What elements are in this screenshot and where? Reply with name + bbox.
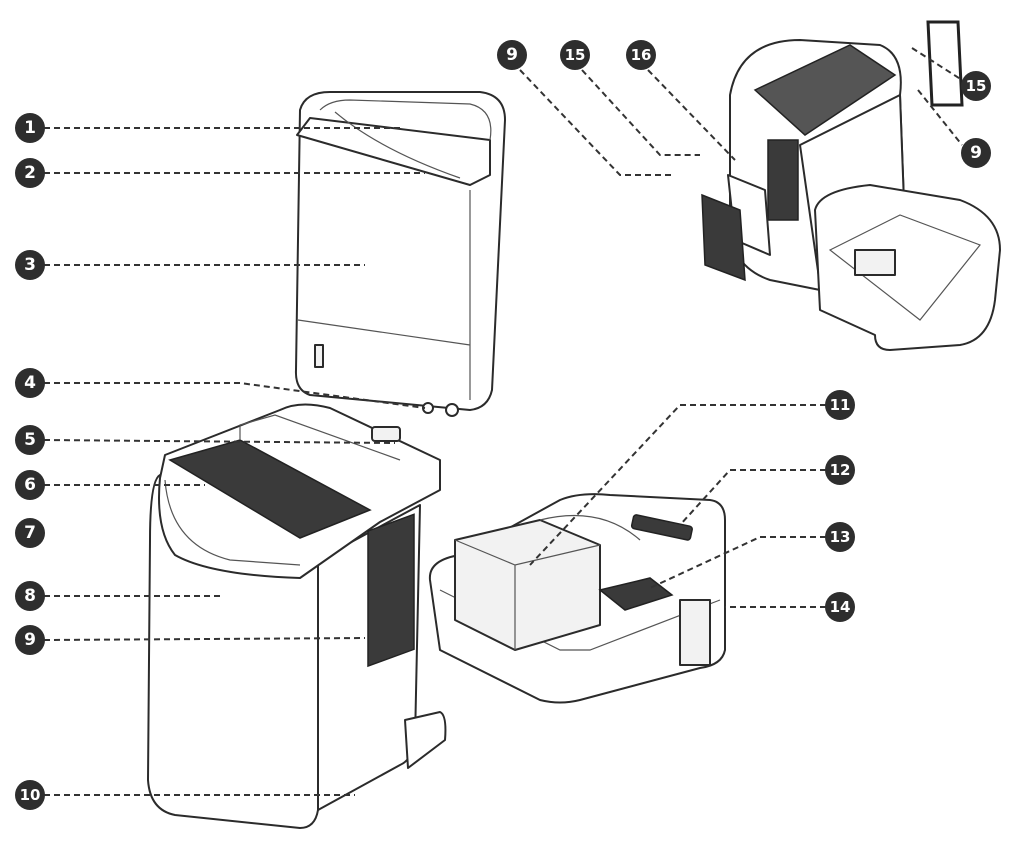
callout-1: 1 <box>15 113 45 143</box>
svg-text:4: 4 <box>24 373 36 393</box>
svg-text:6: 6 <box>24 475 36 495</box>
callout-14: 14 <box>825 592 855 622</box>
main-body <box>147 403 447 829</box>
callout-9: 9 <box>15 625 45 655</box>
svg-text:8: 8 <box>24 586 36 606</box>
svg-text:7: 7 <box>24 523 36 543</box>
svg-text:2: 2 <box>24 163 36 183</box>
callout-8: 8 <box>15 581 45 611</box>
callout-15-inset: 15 <box>560 40 590 70</box>
svg-text:9: 9 <box>970 143 982 163</box>
svg-text:9: 9 <box>506 45 518 65</box>
svg-text:10: 10 <box>20 786 41 804</box>
rear-view-inset <box>701 20 1001 351</box>
svg-text:12: 12 <box>830 461 851 479</box>
callout-16-inset: 16 <box>626 40 656 70</box>
svg-text:13: 13 <box>830 528 851 546</box>
svg-text:16: 16 <box>631 46 652 64</box>
svg-text:5: 5 <box>24 430 36 450</box>
base-tray <box>428 493 726 704</box>
svg-text:9: 9 <box>24 630 36 650</box>
callout-9-inset: 9 <box>497 40 527 70</box>
callout-9-right: 9 <box>961 138 991 168</box>
svg-text:1: 1 <box>24 118 36 138</box>
callout-12: 12 <box>825 455 855 485</box>
svg-text:15: 15 <box>966 77 987 95</box>
callout-7: 7 <box>15 518 45 548</box>
callout-2: 2 <box>15 158 45 188</box>
callout-6: 6 <box>15 470 45 500</box>
callout-11: 11 <box>825 390 855 420</box>
callout-5: 5 <box>15 425 45 455</box>
svg-text:3: 3 <box>24 255 36 275</box>
callout-15-right: 15 <box>961 71 991 101</box>
callout-4: 4 <box>15 368 45 398</box>
callout-10: 10 <box>15 780 45 810</box>
callout-3: 3 <box>15 250 45 280</box>
svg-text:11: 11 <box>830 396 851 414</box>
svg-text:14: 14 <box>830 598 851 616</box>
leader-lines <box>43 47 963 796</box>
callout-13: 13 <box>825 522 855 552</box>
svg-text:15: 15 <box>565 46 586 64</box>
upper-water-tank <box>294 91 506 417</box>
